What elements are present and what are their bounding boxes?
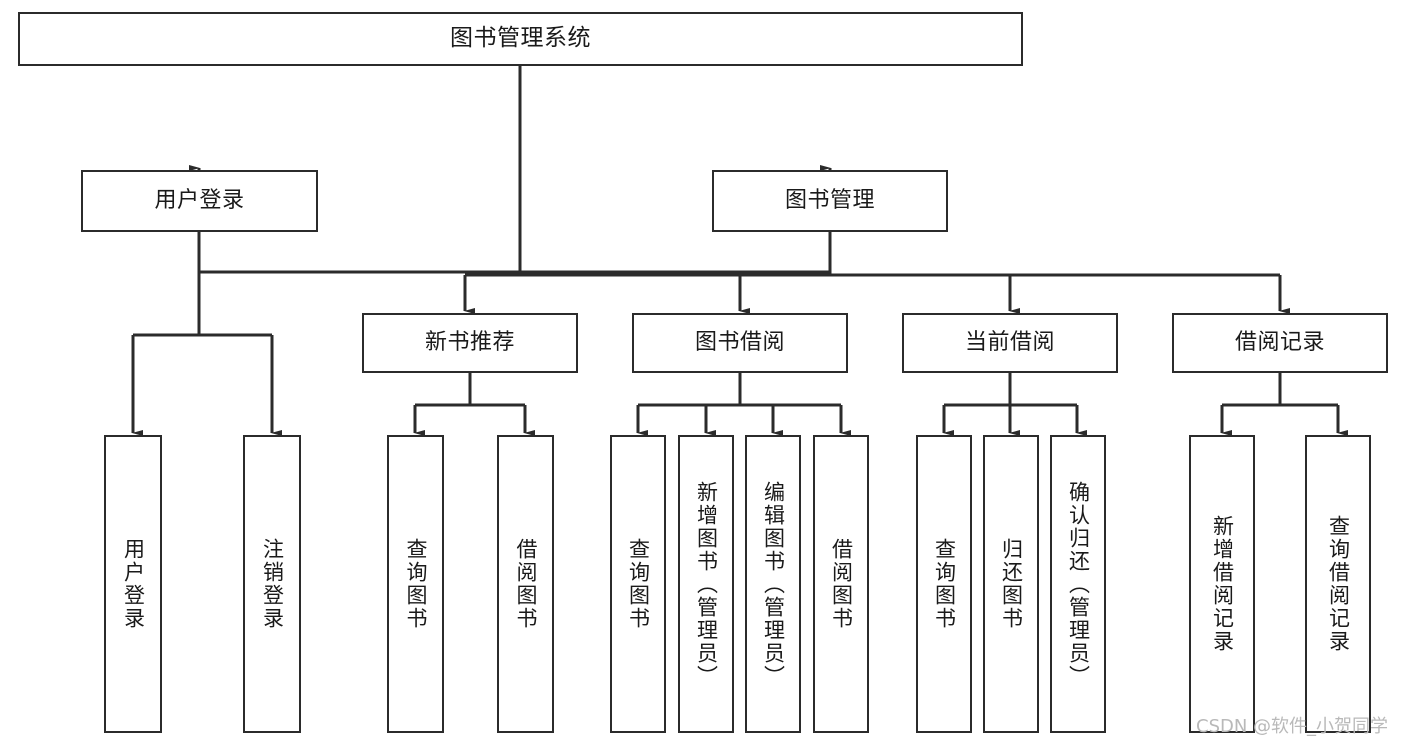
node-label: 新增借阅记录 xyxy=(1210,515,1235,653)
node-root-system[interactable]: 图书管理系统 xyxy=(18,12,1023,66)
leaf-query-book-2[interactable]: 查询图书 xyxy=(610,435,666,733)
node-label: 查询图书 xyxy=(404,538,428,630)
node-new-book-recommend[interactable]: 新书推荐 xyxy=(362,313,578,373)
node-label: 新书推荐 xyxy=(424,330,515,356)
node-label: 编辑图书（管理员） xyxy=(761,480,786,688)
node-label: 注销登录 xyxy=(260,538,285,630)
leaf-user-login[interactable]: 用户登录 xyxy=(104,435,162,733)
node-label: 确认归还（管理员） xyxy=(1066,480,1091,688)
node-label: 用户登录 xyxy=(154,188,245,214)
node-label: 借阅图书 xyxy=(514,538,538,630)
leaf-return-book[interactable]: 归还图书 xyxy=(983,435,1039,733)
leaf-logout-login[interactable]: 注销登录 xyxy=(243,435,301,733)
leaf-query-book-3[interactable]: 查询图书 xyxy=(916,435,972,733)
node-label: 图书管理 xyxy=(784,188,875,214)
node-label: 图书管理系统 xyxy=(450,25,591,52)
node-label: 新增图书（管理员） xyxy=(694,480,719,688)
node-label: 查询图书 xyxy=(626,538,651,630)
leaf-confirm-return[interactable]: 确认归还（管理员） xyxy=(1050,435,1106,733)
leaf-add-record[interactable]: 新增借阅记录 xyxy=(1189,435,1255,733)
leaf-borrow-book-2[interactable]: 借阅图书 xyxy=(813,435,869,733)
node-label: 当前借阅 xyxy=(964,330,1055,356)
leaf-add-book[interactable]: 新增图书（管理员） xyxy=(678,435,734,733)
node-label: 查询借阅记录 xyxy=(1326,515,1351,653)
leaf-edit-book[interactable]: 编辑图书（管理员） xyxy=(745,435,801,733)
node-label: 图书借阅 xyxy=(694,330,785,356)
node-book-borrow[interactable]: 图书借阅 xyxy=(632,313,848,373)
node-user-login[interactable]: 用户登录 xyxy=(81,170,318,232)
node-label: 用户登录 xyxy=(121,538,146,630)
leaf-query-book-1[interactable]: 查询图书 xyxy=(387,435,444,733)
node-label: 查询图书 xyxy=(932,538,957,630)
node-label: 借阅图书 xyxy=(829,538,854,630)
node-current-borrow[interactable]: 当前借阅 xyxy=(902,313,1118,373)
node-book-management[interactable]: 图书管理 xyxy=(712,170,948,232)
leaf-query-record[interactable]: 查询借阅记录 xyxy=(1305,435,1371,733)
node-label: 借阅记录 xyxy=(1234,330,1325,356)
node-borrow-record[interactable]: 借阅记录 xyxy=(1172,313,1388,373)
leaf-borrow-book-1[interactable]: 借阅图书 xyxy=(497,435,554,733)
node-label: 归还图书 xyxy=(999,538,1024,630)
csdn-watermark: CSDN @软件_小贺同学 xyxy=(1196,716,1389,737)
